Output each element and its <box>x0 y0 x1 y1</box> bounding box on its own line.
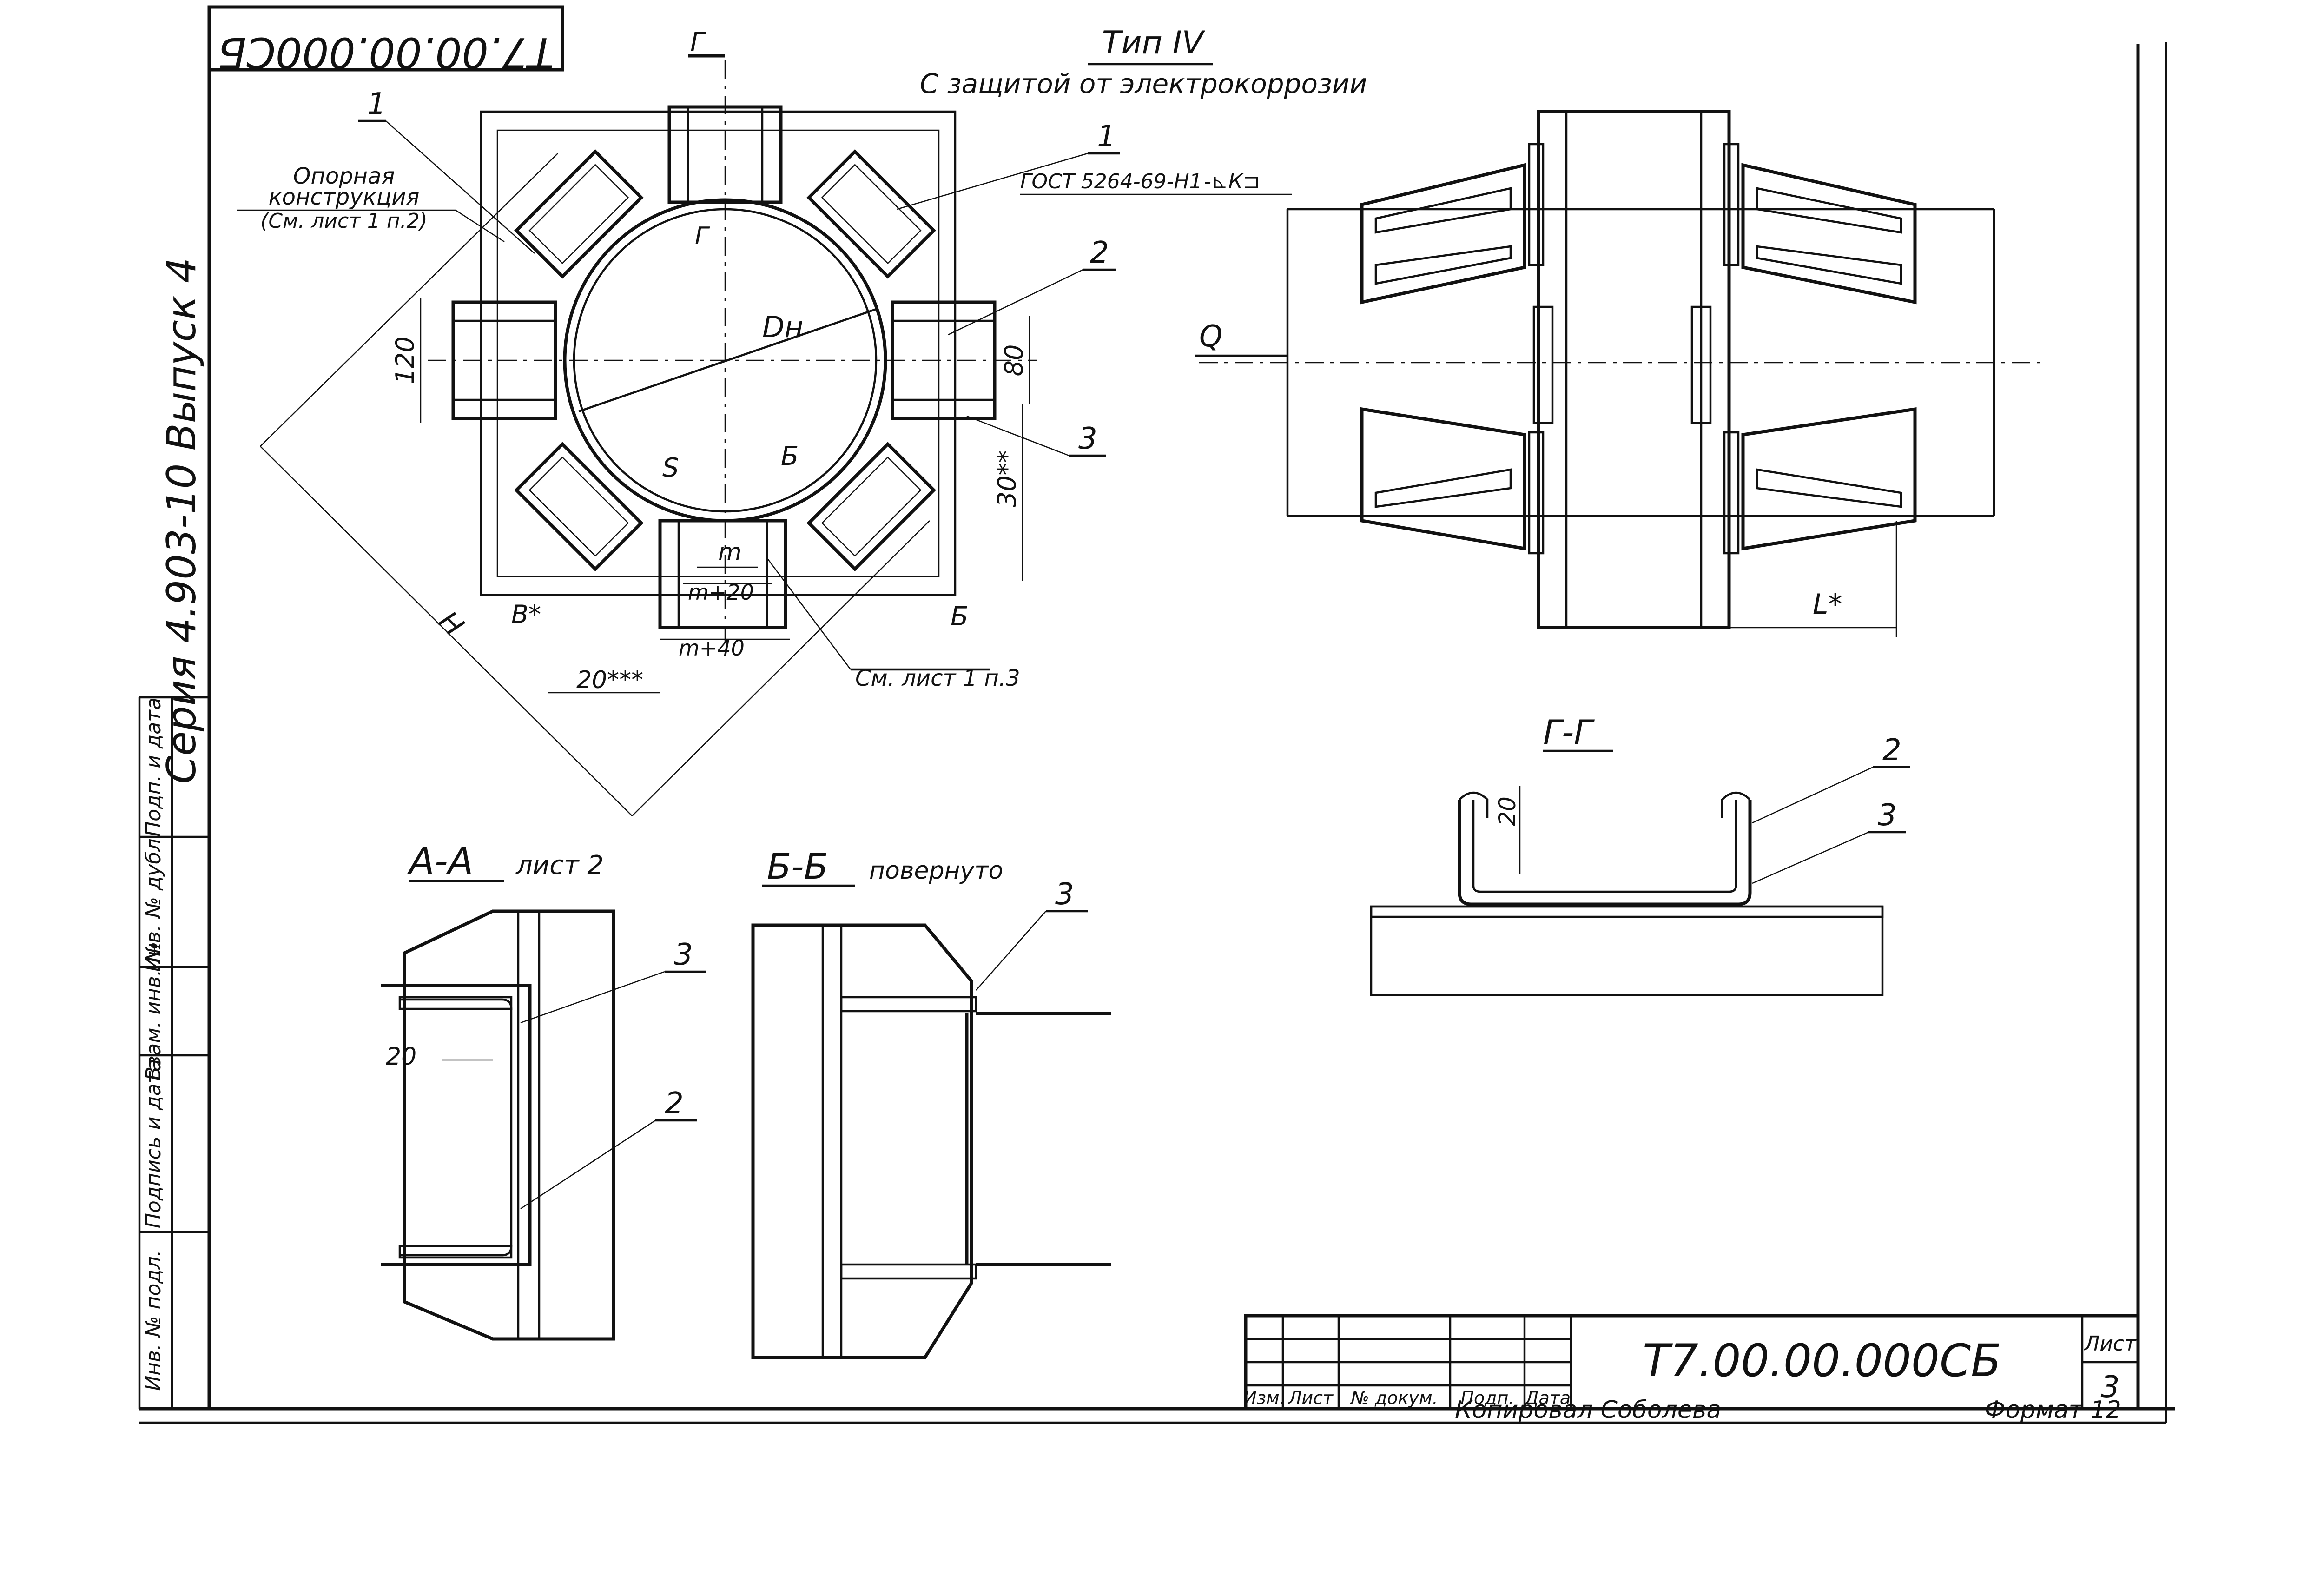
dim-20: 20*** <box>576 666 643 694</box>
gost-note: ГОСТ 5264-69-Н1 <box>1020 170 1202 193</box>
dim-80: 80 <box>999 344 1029 377</box>
pads-diagonal <box>514 149 936 571</box>
tb-col-izm: Изм. <box>1243 1388 1285 1408</box>
view-title: Тип IV С защитой от электрокоррозии <box>920 25 1367 99</box>
see-sheet: См. лист 1 п.3 <box>855 665 1020 691</box>
dim-s: S <box>662 453 679 483</box>
support-line2: конструкция <box>269 184 420 210</box>
gg-dim-20: 20 <box>1494 796 1521 826</box>
dim-m20: m+20 <box>688 580 754 605</box>
type-title: Тип IV <box>1102 25 1206 61</box>
drawing-frame <box>138 7 2175 1424</box>
aa-callout-3: 3 <box>674 938 693 972</box>
gg-callout-3: 3 <box>1878 798 1897 833</box>
tb-sheet-no: 3 <box>2101 1370 2120 1404</box>
support-note: Опорная конструкция (См. лист 1 п.2) <box>237 163 505 243</box>
dim-b: В* <box>511 600 541 629</box>
section-aa-title: А-А <box>407 840 473 883</box>
section-b2: Б <box>951 602 968 632</box>
dim-m40: m+40 <box>679 636 745 661</box>
side-view: Q L* <box>1195 110 2045 637</box>
footer-format: Формат 12 <box>1985 1396 2121 1424</box>
dim-l: L* <box>1813 588 1842 621</box>
section-g-inner: Г <box>695 222 710 250</box>
section-b: Б <box>781 441 799 471</box>
section-aa: А-А лист 2 3 2 20 <box>381 840 706 1341</box>
section-gg: Г-Г 20 2 3 <box>1370 713 1910 996</box>
tb-col-list: Лист <box>1287 1388 1334 1408</box>
callout-1a: 1 <box>367 87 386 121</box>
support-line3: (См. лист 1 п.2) <box>260 209 427 233</box>
section-g-top: Г <box>690 27 706 58</box>
plan-view: Dн H В* 120 80 30** S m m+20 m+40 20*** … <box>237 27 1292 816</box>
title-block: Изм. Лист № докум. Подп. Дата Т7.00.00.0… <box>1243 1314 2140 1411</box>
dim-m: m <box>718 538 742 566</box>
callout-3: 3 <box>1078 422 1097 456</box>
series-label: Серия 4.903-10 Выпуск 4 <box>158 258 205 784</box>
section-bb-title: Б-Б <box>767 846 828 887</box>
stamp-podp: Подп. и дата <box>142 697 165 837</box>
stamp-inv: Инв. № подл. <box>142 1250 165 1391</box>
stamp-dubl: Инв. № дубл. <box>142 832 165 972</box>
clamp-bottom <box>658 519 787 629</box>
dim-120: 120 <box>390 336 420 384</box>
gg-callout-2: 2 <box>1882 733 1901 768</box>
section-gg-title: Г-Г <box>1543 713 1595 752</box>
callout-1b: 1 <box>1097 119 1116 154</box>
footer-copied: Копировал Соболева <box>1455 1396 1721 1424</box>
section-bb: Б-Б повернуто 3 <box>751 846 1111 1359</box>
bb-callout-3: 3 <box>1055 877 1074 912</box>
doc-code-box: Т7.00.00.000СБ <box>207 5 564 77</box>
dim-h: H <box>432 605 469 642</box>
tb-col-podp: Подп. <box>1460 1388 1514 1408</box>
type-subtitle: С защитой от электрокоррозии <box>920 68 1367 99</box>
pads-diagonal-2 <box>514 149 936 571</box>
clamp-top <box>667 105 783 204</box>
tb-doc-code: Т7.00.00.000СБ <box>1643 1335 2001 1387</box>
dim-dn: Dн <box>762 310 803 344</box>
label-q: Q <box>1199 319 1222 354</box>
aa-dim-20: 20 <box>386 1043 416 1071</box>
section-bb-ref: повернуто <box>869 857 1003 885</box>
tb-col-doc: № докум. <box>1350 1388 1438 1408</box>
section-aa-ref: лист 2 <box>515 850 604 881</box>
aa-callout-2: 2 <box>665 1086 684 1121</box>
clamp-left <box>451 300 557 420</box>
stamp-vzam: Взам. инв. № <box>142 942 165 1081</box>
doc-code-rotated: Т7.00.00.000СБ <box>218 28 554 77</box>
dim-30: 30** <box>992 450 1022 508</box>
support-line1: Опорная <box>293 163 395 189</box>
stamp-sign: Подпись и дата <box>142 1059 165 1228</box>
gost-tail: -⊾К⊐ <box>1204 170 1260 193</box>
left-stamp: Инв. № подл. Подпись и дата Взам. инв. №… <box>139 697 209 1409</box>
tb-sheet-label: Лист <box>2083 1332 2137 1356</box>
tb-col-date: Дата <box>1524 1388 1571 1408</box>
callout-2: 2 <box>1090 236 1109 270</box>
